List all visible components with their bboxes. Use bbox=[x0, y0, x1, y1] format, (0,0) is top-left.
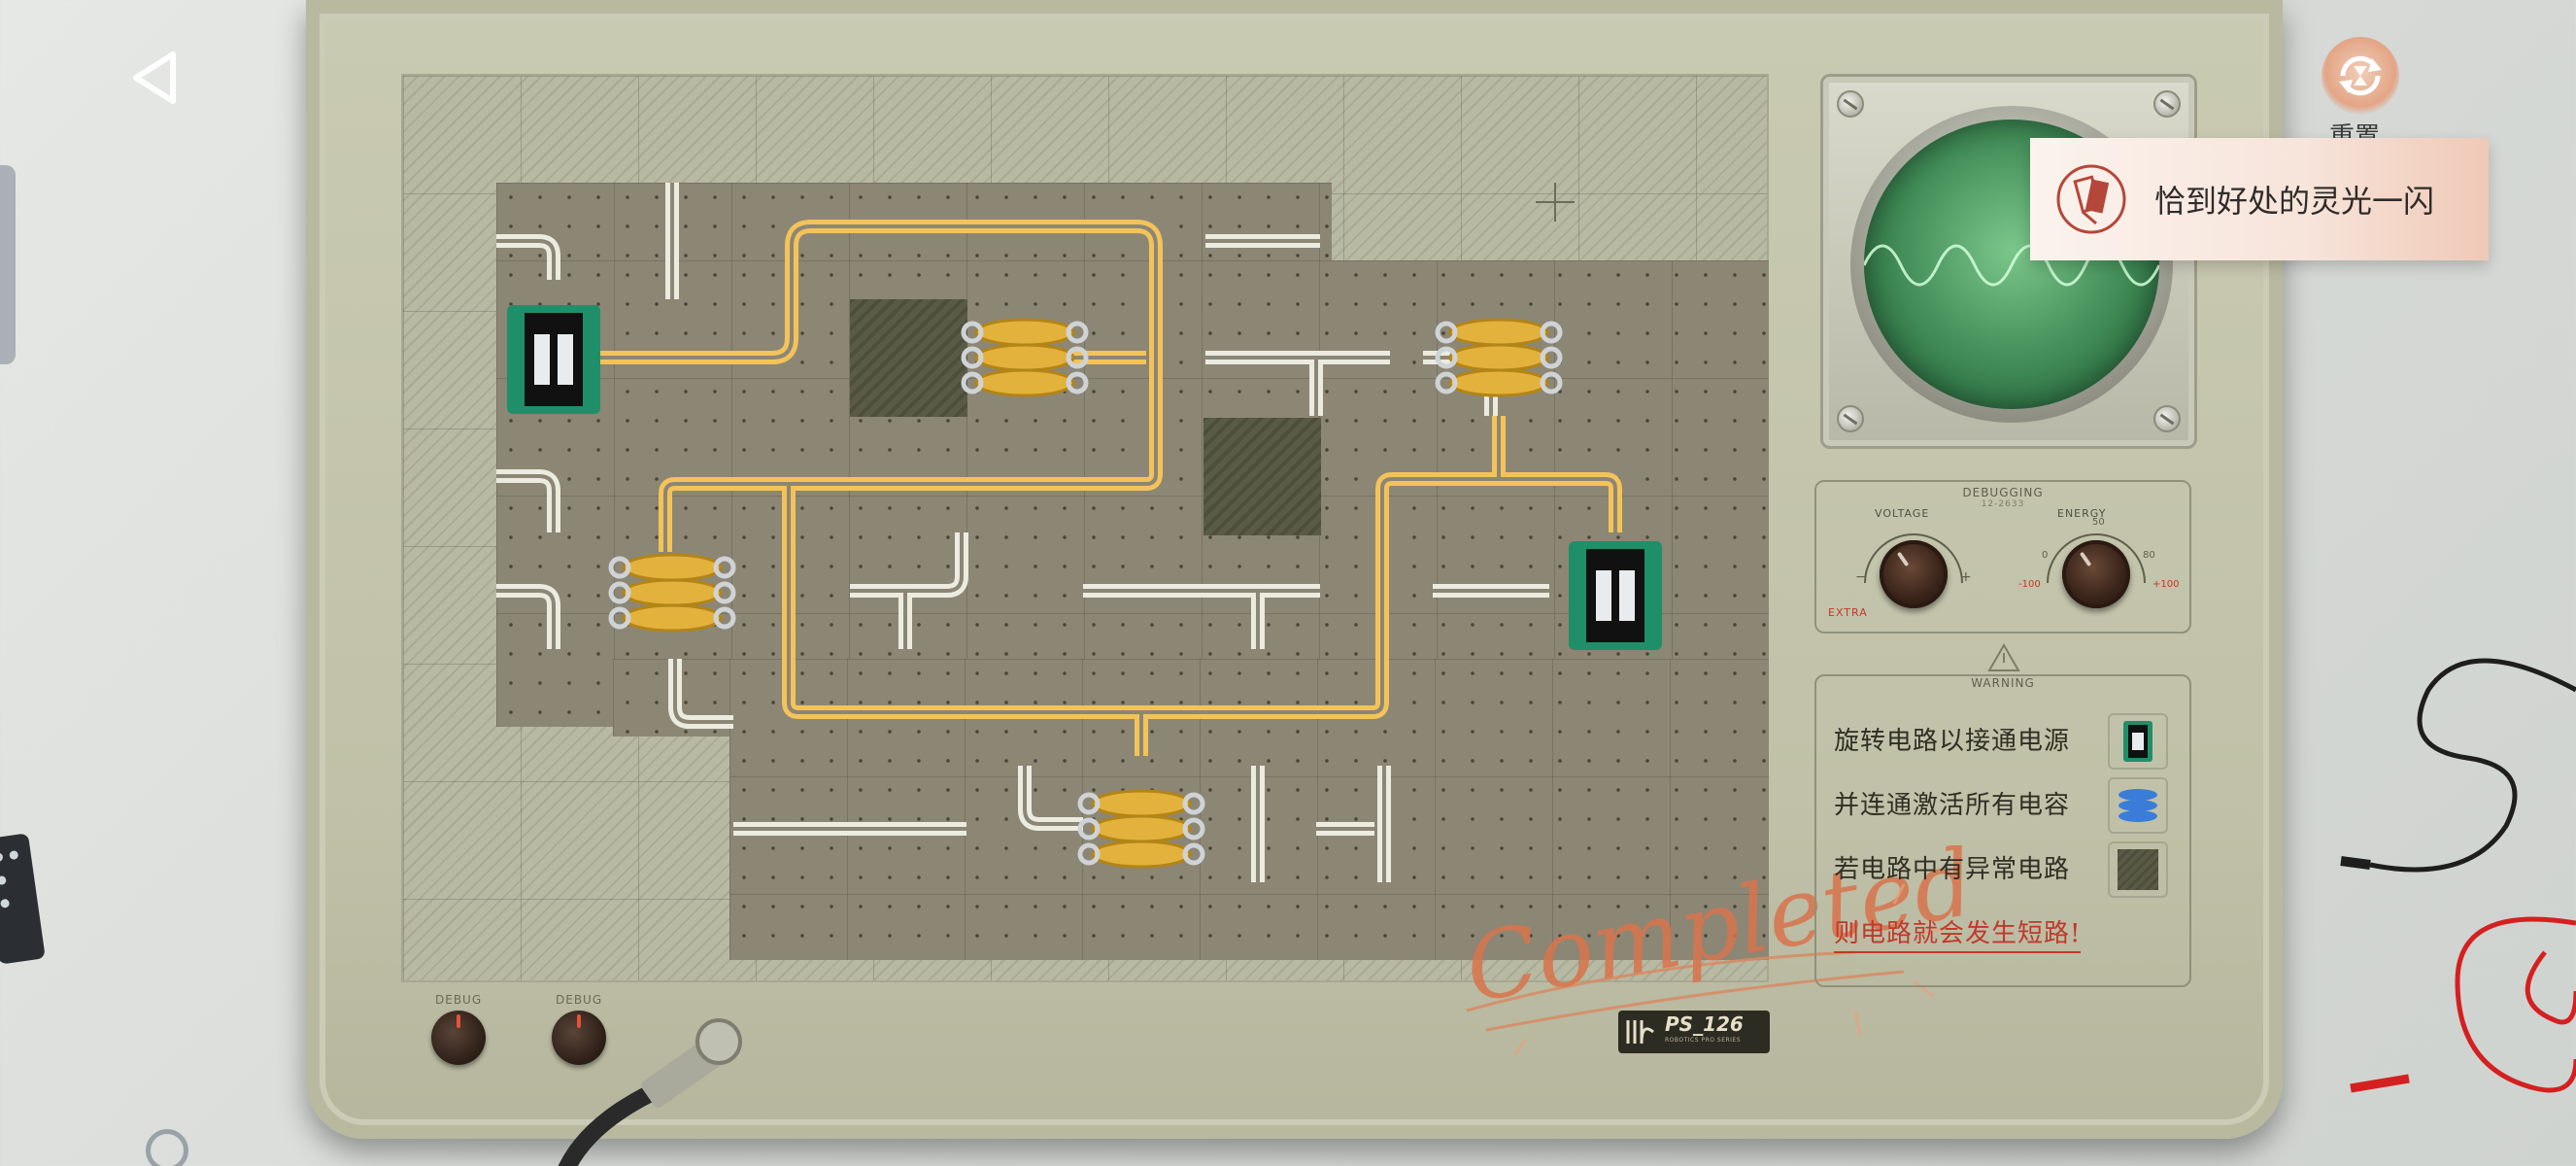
energy-scale bbox=[2047, 533, 2146, 584]
cable-props bbox=[2340, 658, 2576, 1093]
energy-tick-min: -100 bbox=[2018, 579, 2041, 590]
crosshair-icon bbox=[1536, 183, 1575, 222]
extra-label: EXTRA bbox=[1828, 606, 1868, 619]
achievement-toast: 恰到好处的灵光一闪 bbox=[2030, 138, 2489, 260]
toast-text: 恰到好处的灵光一闪 bbox=[2154, 183, 2435, 220]
debug-label-left: DEBUG bbox=[435, 993, 483, 1007]
rule-short-circuit-warning: 则电路就会发生短路! bbox=[1834, 913, 2082, 953]
svg-text:+: + bbox=[1960, 569, 1972, 585]
warning-title: WARNING bbox=[1971, 676, 2035, 690]
capacitor bbox=[611, 555, 733, 631]
screw-icon bbox=[1837, 90, 1864, 118]
rule-connect-capacitors: 并连通激活所有电容 bbox=[1834, 791, 2071, 820]
abnormal-block-rule-icon bbox=[2108, 841, 2168, 898]
screw-icon bbox=[2153, 405, 2181, 432]
debugging-subtitle: 12-2633 bbox=[1981, 499, 2025, 509]
energy-tick-0: 0 bbox=[2042, 550, 2049, 561]
voltage-label: VOLTAGE bbox=[1875, 507, 1930, 520]
svg-text:−: − bbox=[1855, 569, 1867, 585]
capacitor-rule-icon bbox=[2108, 777, 2168, 834]
warning-triangle-icon bbox=[1987, 643, 2020, 671]
energy-tick-50: 50 bbox=[2092, 517, 2105, 528]
debug-label-right: DEBUG bbox=[556, 993, 603, 1007]
circuit-board-prop bbox=[0, 833, 46, 965]
chip-rule-icon bbox=[2108, 713, 2168, 770]
side-drawer-tab[interactable] bbox=[0, 165, 16, 364]
puzzle-board bbox=[401, 74, 1769, 982]
model-number: PS_126 bbox=[1665, 1012, 1744, 1036]
screw-icon bbox=[2153, 90, 2181, 118]
energy-dial[interactable] bbox=[2062, 540, 2130, 608]
debugging-title: DEBUGGING bbox=[1962, 486, 2044, 499]
rule-rotate-circuit: 旋转电路以接通电源 bbox=[1834, 727, 2071, 756]
model-badge: PS_126 ROBOTICS PRO SERIES bbox=[1618, 1011, 1770, 1053]
capacitor bbox=[964, 320, 1086, 395]
reset-icon bbox=[2339, 55, 2382, 96]
debug-knob-left[interactable] bbox=[431, 1011, 486, 1065]
reset-button[interactable] bbox=[2322, 37, 2399, 115]
warning-panel: WARNING 旋转电路以接通电源 并连通激活所有电容 若电路中有异常电路 则电… bbox=[1814, 643, 2191, 987]
capacitor bbox=[1438, 320, 1560, 395]
energy-tick-max: +100 bbox=[2152, 579, 2180, 590]
oscilloscope bbox=[1820, 74, 2197, 449]
idle-wire-core bbox=[496, 183, 1549, 882]
model-subtitle: ROBOTICS PRO SERIES bbox=[1665, 1037, 1742, 1044]
screw-icon bbox=[1837, 405, 1864, 432]
debugging-panel: DEBUGGING 12-2633 VOLTAGE ENERGY −+ EXTR… bbox=[1814, 480, 2191, 634]
cards-achievement-icon bbox=[2056, 164, 2126, 234]
circuit-wires bbox=[496, 183, 1662, 882]
abnormal-circuit-block bbox=[1203, 418, 1321, 535]
debug-knob-right[interactable] bbox=[552, 1011, 606, 1065]
power-target-chip bbox=[1569, 541, 1662, 650]
abnormal-circuit-block bbox=[850, 299, 967, 417]
power-source-chip bbox=[507, 305, 600, 414]
back-button[interactable] bbox=[126, 49, 185, 107]
ring-prop bbox=[146, 1129, 188, 1166]
voltage-dial[interactable] bbox=[1880, 540, 1948, 608]
capacitor bbox=[1080, 791, 1203, 867]
brand-logo-icon bbox=[1626, 1020, 1654, 1045]
voltage-scale: −+ bbox=[1855, 533, 1972, 585]
energy-label: ENERGY bbox=[2057, 507, 2107, 520]
powered-wire-group bbox=[593, 220, 1622, 756]
powered-wire-core bbox=[593, 224, 1617, 756]
back-arrow-icon bbox=[133, 51, 176, 104]
rule-abnormal-circuit: 若电路中有异常电路 bbox=[1834, 855, 2071, 884]
energy-tick-80: 80 bbox=[2143, 550, 2155, 561]
